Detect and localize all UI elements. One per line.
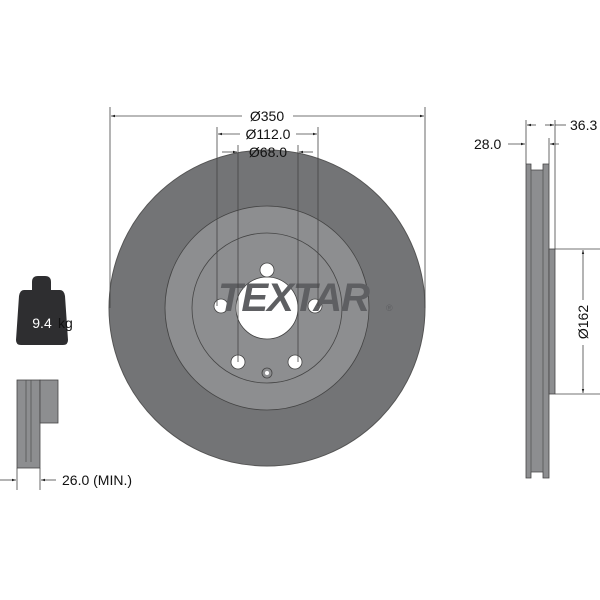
dim-hat-diameter: Ø162 xyxy=(575,250,591,393)
weight-icon: 9.4 xyxy=(16,276,68,345)
svg-text:Ø112.0: Ø112.0 xyxy=(246,126,291,142)
min-thickness-section: 26.0 (MIN.) xyxy=(0,379,132,490)
dim-outer-diameter: Ø350 xyxy=(111,108,424,124)
weight-unit: kg xyxy=(58,315,73,331)
svg-text:36.3: 36.3 xyxy=(570,117,597,133)
textar-logo: TEXTAR xyxy=(218,276,370,320)
svg-text:Ø68.0: Ø68.0 xyxy=(249,144,287,160)
registered-mark: ® xyxy=(386,303,393,313)
side-extension-lines xyxy=(525,120,600,395)
svg-text:26.0 (MIN.): 26.0 (MIN.) xyxy=(62,472,132,488)
svg-text:Ø350: Ø350 xyxy=(250,108,284,124)
dim-thickness: 28.0 xyxy=(474,136,559,152)
dim-bolt-circle: Ø112.0 xyxy=(218,126,317,142)
dim-total-height: 36.3 xyxy=(527,117,597,133)
dim-center-bore: Ø68.0 xyxy=(222,144,313,160)
front-extension-lines xyxy=(109,107,426,362)
weight-value: 9.4 xyxy=(32,315,52,331)
svg-text:Ø162: Ø162 xyxy=(575,305,591,339)
svg-text:28.0: 28.0 xyxy=(474,136,501,152)
disc-side-profile xyxy=(525,163,556,479)
